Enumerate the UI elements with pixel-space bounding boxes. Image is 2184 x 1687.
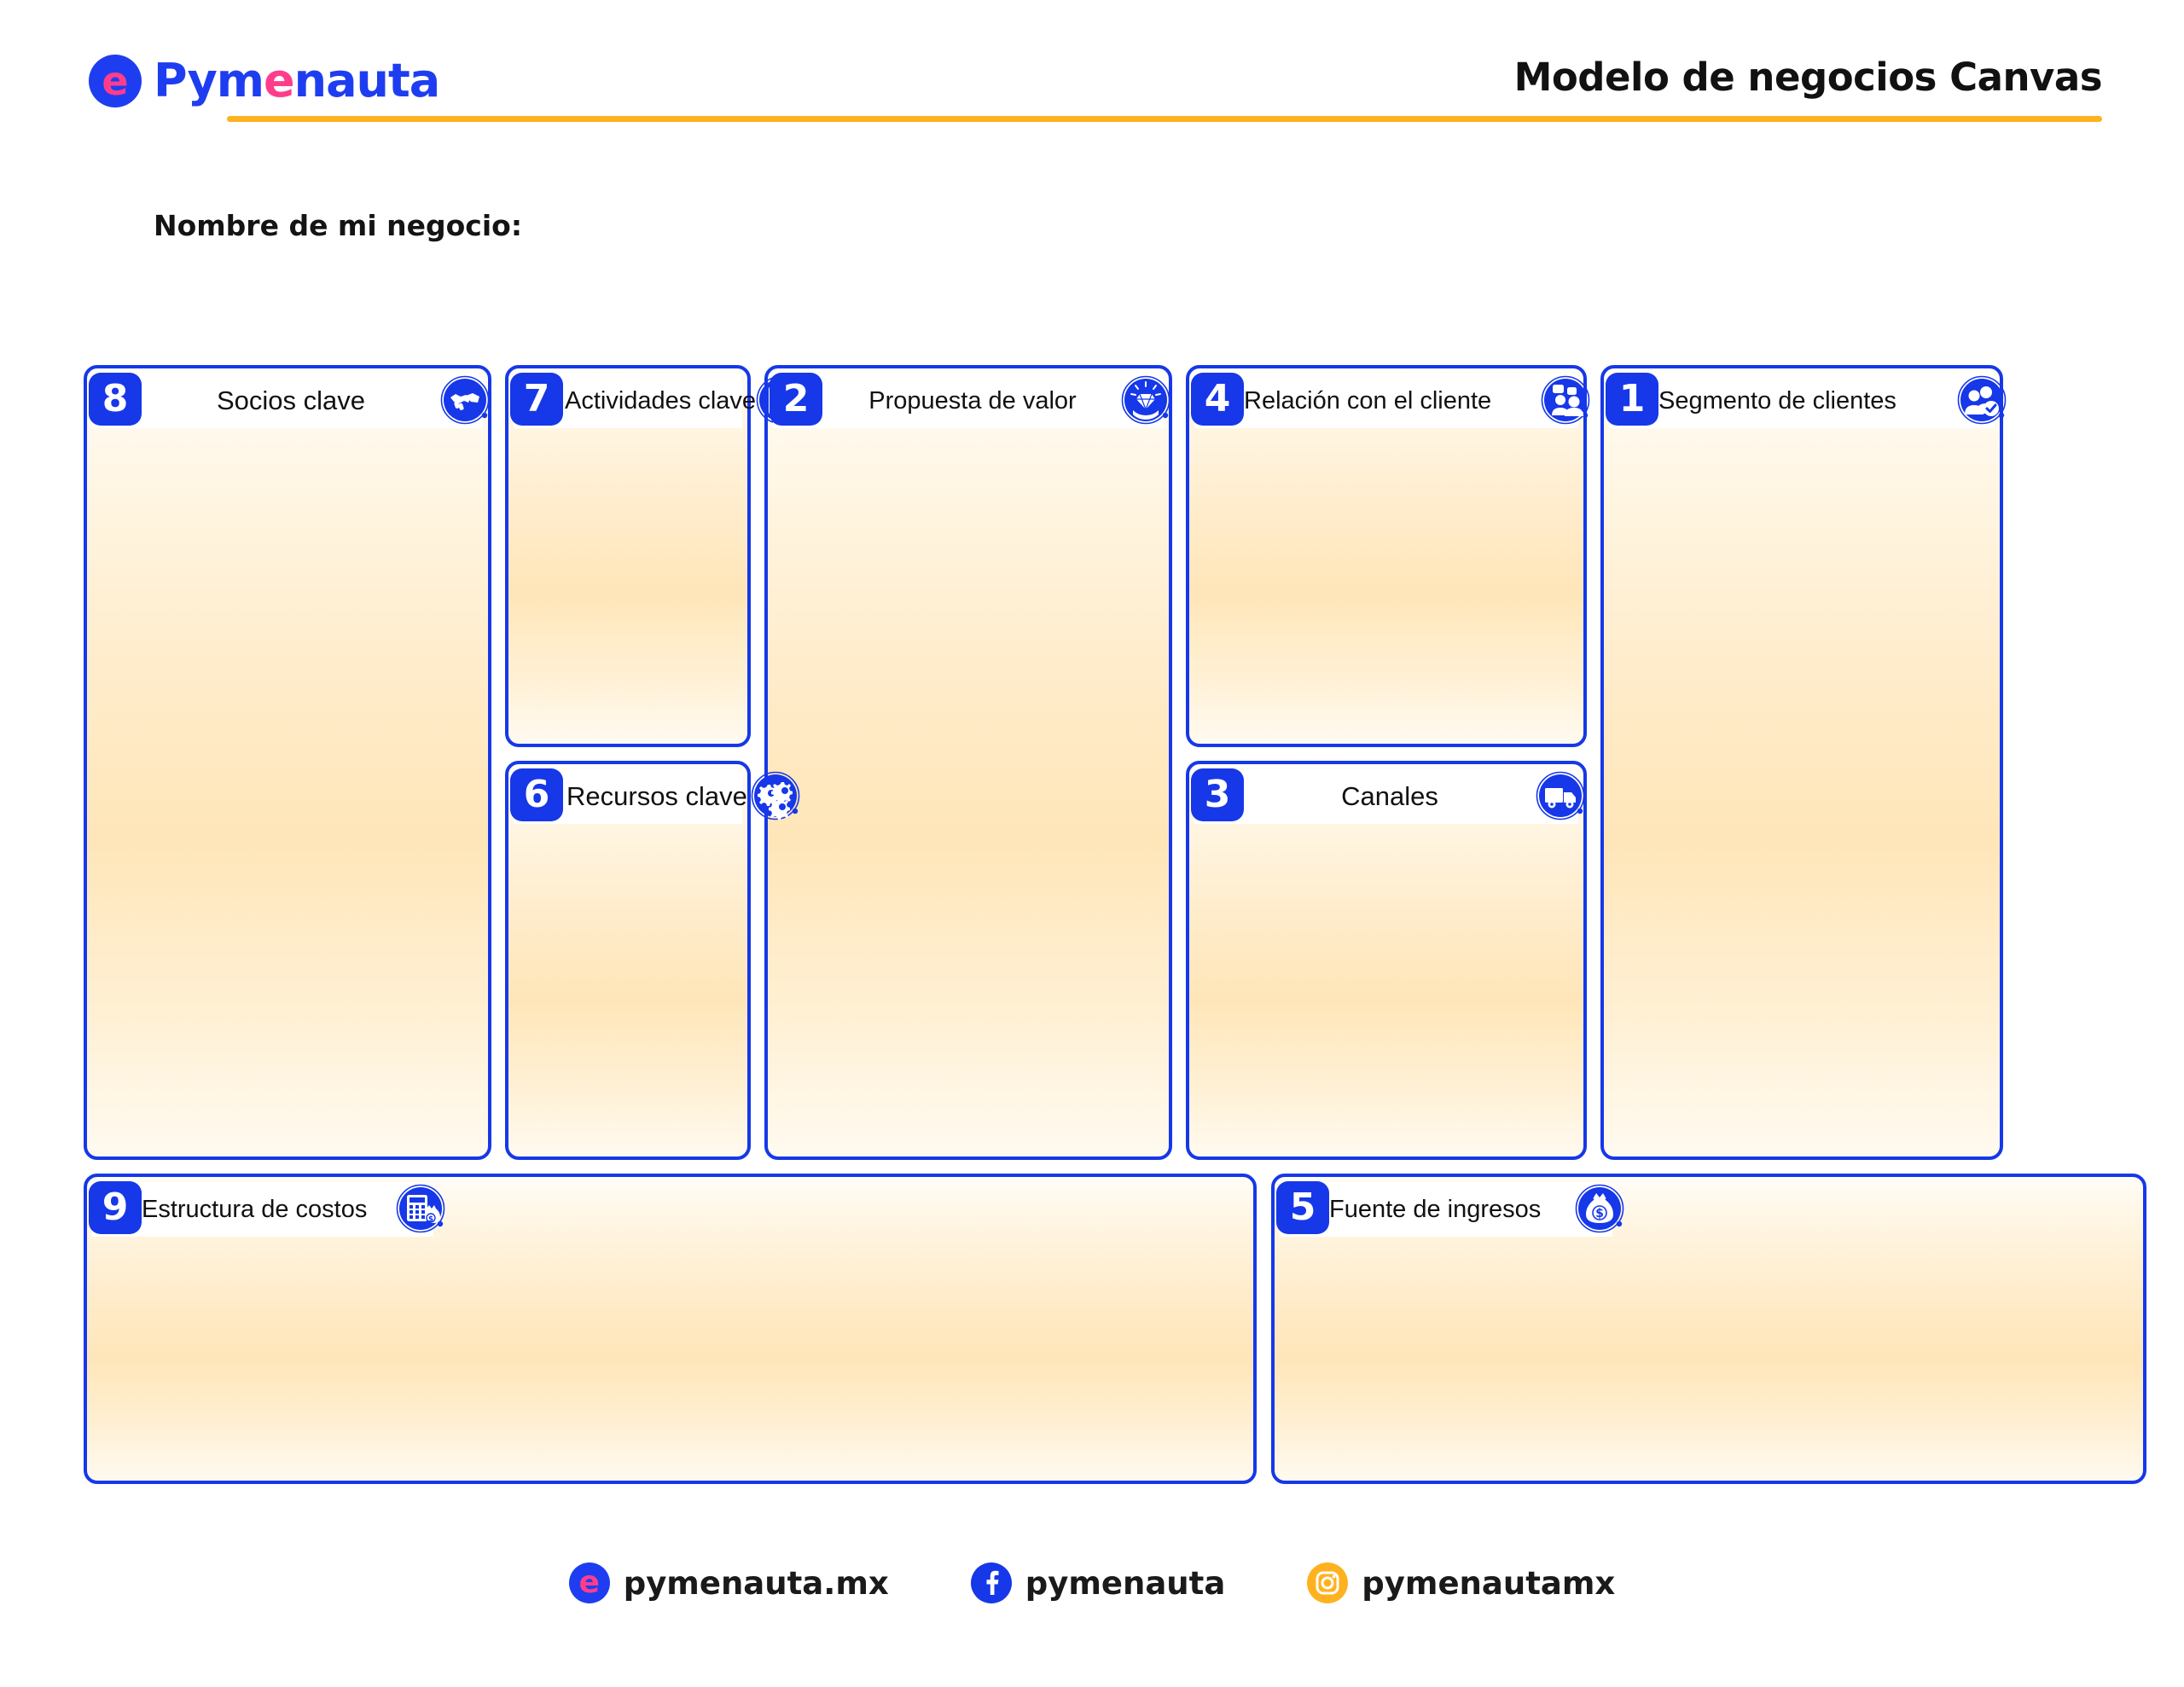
block-header: 4 Relación con el cliente xyxy=(1191,373,1590,428)
calculator-money-bag-icon: $ xyxy=(396,1184,447,1235)
block-title: Propuesta de valor xyxy=(868,386,1077,415)
block-header: 2 Propuesta de valor xyxy=(770,373,1170,428)
block-header: 8 Socios clave xyxy=(89,373,490,428)
block-title: Recursos clave xyxy=(566,781,747,811)
block-title: Canales xyxy=(1341,781,1438,811)
header-divider xyxy=(227,116,2102,122)
brand-wordmark: Pymenauta xyxy=(154,58,440,104)
block-header: 1 Segmento de clientes xyxy=(1606,373,2007,428)
pymenauta-logo-icon: e xyxy=(89,55,142,107)
canvas-block-propuesta-de-valor[interactable]: 2 Propuesta de valor xyxy=(764,365,1172,1160)
brand-word-part2: nauta xyxy=(293,54,441,107)
footer-facebook-label: pymenauta xyxy=(1025,1564,1226,1602)
delivery-truck-icon xyxy=(1536,771,1587,822)
logo-e-glyph: e xyxy=(102,58,129,104)
brand-logo: e Pymenauta xyxy=(89,55,440,107)
diamond-in-hand-icon xyxy=(1121,375,1172,426)
footer-instagram-label: pymenautamx xyxy=(1362,1564,1616,1602)
page-title-text: Modelo de negocios Canvas xyxy=(1513,55,2103,100)
page-title: Modelo de negocios Canvas xyxy=(1513,55,2103,100)
block-number-badge: 2 xyxy=(770,373,822,426)
canvas-block-segmento-de-clientes[interactable]: 1 Segmento de clientes xyxy=(1600,365,2007,1160)
brand-word-part1: Pym xyxy=(154,54,264,107)
pymenauta-logo-icon: e xyxy=(568,1562,610,1603)
page-footer: e pymenauta.mx pymenauta pymenautamx xyxy=(0,1562,2184,1603)
block-title: Actividades clave xyxy=(565,386,757,415)
business-name-label: Nombre de mi negocio: xyxy=(154,209,523,242)
people-check-icon xyxy=(1957,375,2008,426)
footer-website-label: pymenauta.mx xyxy=(623,1564,889,1602)
footer-facebook-link[interactable]: pymenauta xyxy=(970,1562,1226,1603)
block-title: Socios clave xyxy=(216,386,366,415)
facebook-icon xyxy=(970,1562,1012,1603)
canvas-block-fuente-de-ingresos[interactable]: 5 Fuente de ingresos $ xyxy=(1271,1174,2146,1484)
gears-icon xyxy=(751,771,802,822)
block-header: 6 Recursos clave xyxy=(510,768,800,824)
block-number-badge: 4 xyxy=(1191,373,1244,426)
people-chat-icon xyxy=(1541,375,1592,426)
block-header: 7 Actividades clave xyxy=(510,373,805,428)
block-number-badge: 3 xyxy=(1191,768,1244,821)
instagram-icon xyxy=(1307,1562,1349,1603)
canvas-block-estructura-de-costos[interactable]: 9 Estructura de costos $ xyxy=(84,1174,1257,1484)
canvas-block-canales[interactable]: 3 Canales xyxy=(1186,761,1587,1160)
block-title: Segmento de clientes xyxy=(1658,386,1896,415)
brand-word-accent: e xyxy=(264,54,295,107)
footer-instagram-link[interactable]: pymenautamx xyxy=(1307,1562,1615,1603)
svg-text:$: $ xyxy=(428,1215,433,1224)
logo-e-glyph: e xyxy=(578,1565,600,1600)
block-header: 3 Canales xyxy=(1191,768,1585,824)
block-header: 9 Estructura de costos $ xyxy=(89,1181,445,1237)
block-number-badge: 5 xyxy=(1276,1181,1329,1234)
svg-text:$: $ xyxy=(1595,1207,1604,1220)
block-number-badge: 8 xyxy=(89,373,142,426)
canvas-block-socios-clave[interactable]: 8 Socios clave xyxy=(84,365,491,1160)
block-number-badge: 6 xyxy=(510,768,563,821)
canvas-block-recursos-clave[interactable]: 6 Recursos clave xyxy=(505,761,800,1160)
block-title: Fuente de ingresos xyxy=(1329,1195,1542,1223)
canvas-grid: 8 Socios clave 7 Actividades clave xyxy=(84,365,2146,1484)
money-bag-icon: $ xyxy=(1575,1184,1626,1235)
block-title: Relación con el cliente xyxy=(1244,386,1492,415)
block-number-badge: 1 xyxy=(1606,373,1658,426)
block-number-badge: 7 xyxy=(510,373,563,426)
block-header: 5 Fuente de ingresos $ xyxy=(1276,1181,1624,1237)
canvas-block-actividades-clave[interactable]: 7 Actividades clave xyxy=(505,365,805,747)
block-title: Estructura de costos xyxy=(142,1195,368,1223)
canvas-block-relacion-con-el-cliente[interactable]: 4 Relación con el cliente xyxy=(1186,365,1590,747)
handshake-icon xyxy=(440,375,491,426)
footer-website-link[interactable]: e pymenauta.mx xyxy=(568,1562,889,1603)
block-number-badge: 9 xyxy=(89,1181,142,1234)
page-header: e Pymenauta Modelo de negocios Canvas xyxy=(82,49,2103,131)
